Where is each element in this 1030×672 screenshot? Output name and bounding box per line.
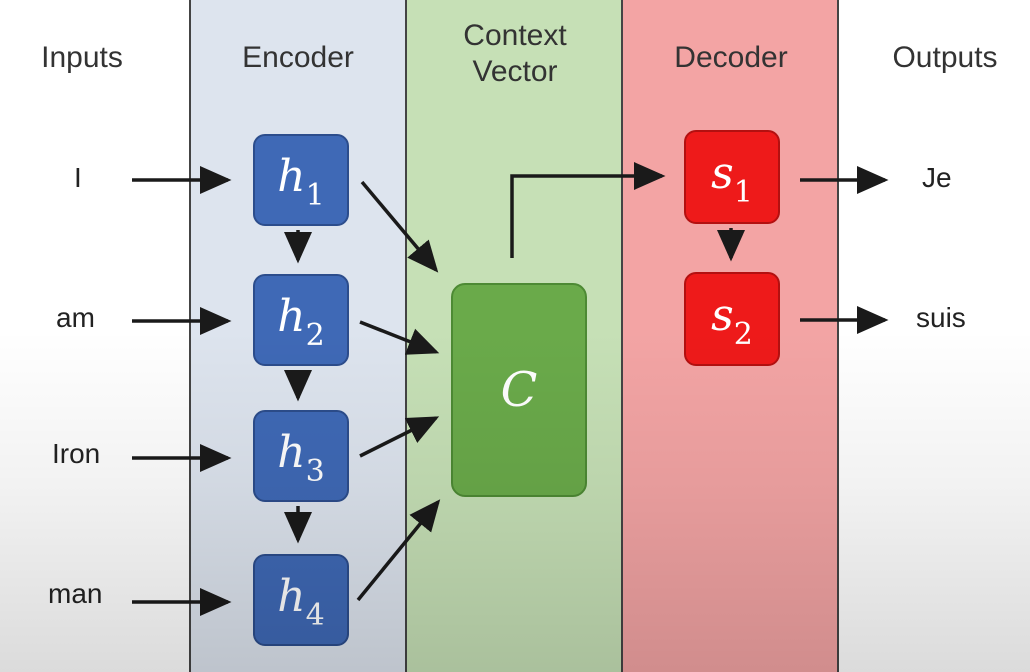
decoder-state-s2: s2: [684, 272, 780, 366]
input-word-2: am: [56, 302, 95, 333]
output-word-2: suis: [916, 302, 966, 333]
encoder-state-h1: h1: [253, 134, 349, 226]
inputs-header: Inputs: [41, 41, 123, 74]
arrow-h2-to-c: [359, 320, 440, 355]
input-word-1: I: [74, 162, 82, 193]
input-word-3: Iron: [52, 438, 101, 469]
arrow-h4-to-c: [356, 499, 441, 602]
encoder-state-h3: h3: [253, 410, 349, 502]
arrow-h1-to-c: [360, 180, 439, 273]
encoder-state-h2: h2: [253, 274, 349, 366]
context-vector-node: C: [451, 283, 587, 497]
output-word-1: Je: [922, 162, 952, 193]
decoder-state-s1: s1: [684, 130, 780, 224]
encoder-header: Encoder: [242, 41, 354, 74]
input-word-4: man: [48, 578, 103, 609]
outputs-header: Outputs: [892, 41, 998, 74]
arrow-h3-to-c: [359, 416, 440, 458]
context-vector-header: Context Vector: [463, 19, 567, 88]
arrow-c-to-s1: [510, 162, 666, 258]
encoder-state-h4: h4: [253, 554, 349, 646]
decoder-header: Decoder: [674, 41, 788, 74]
